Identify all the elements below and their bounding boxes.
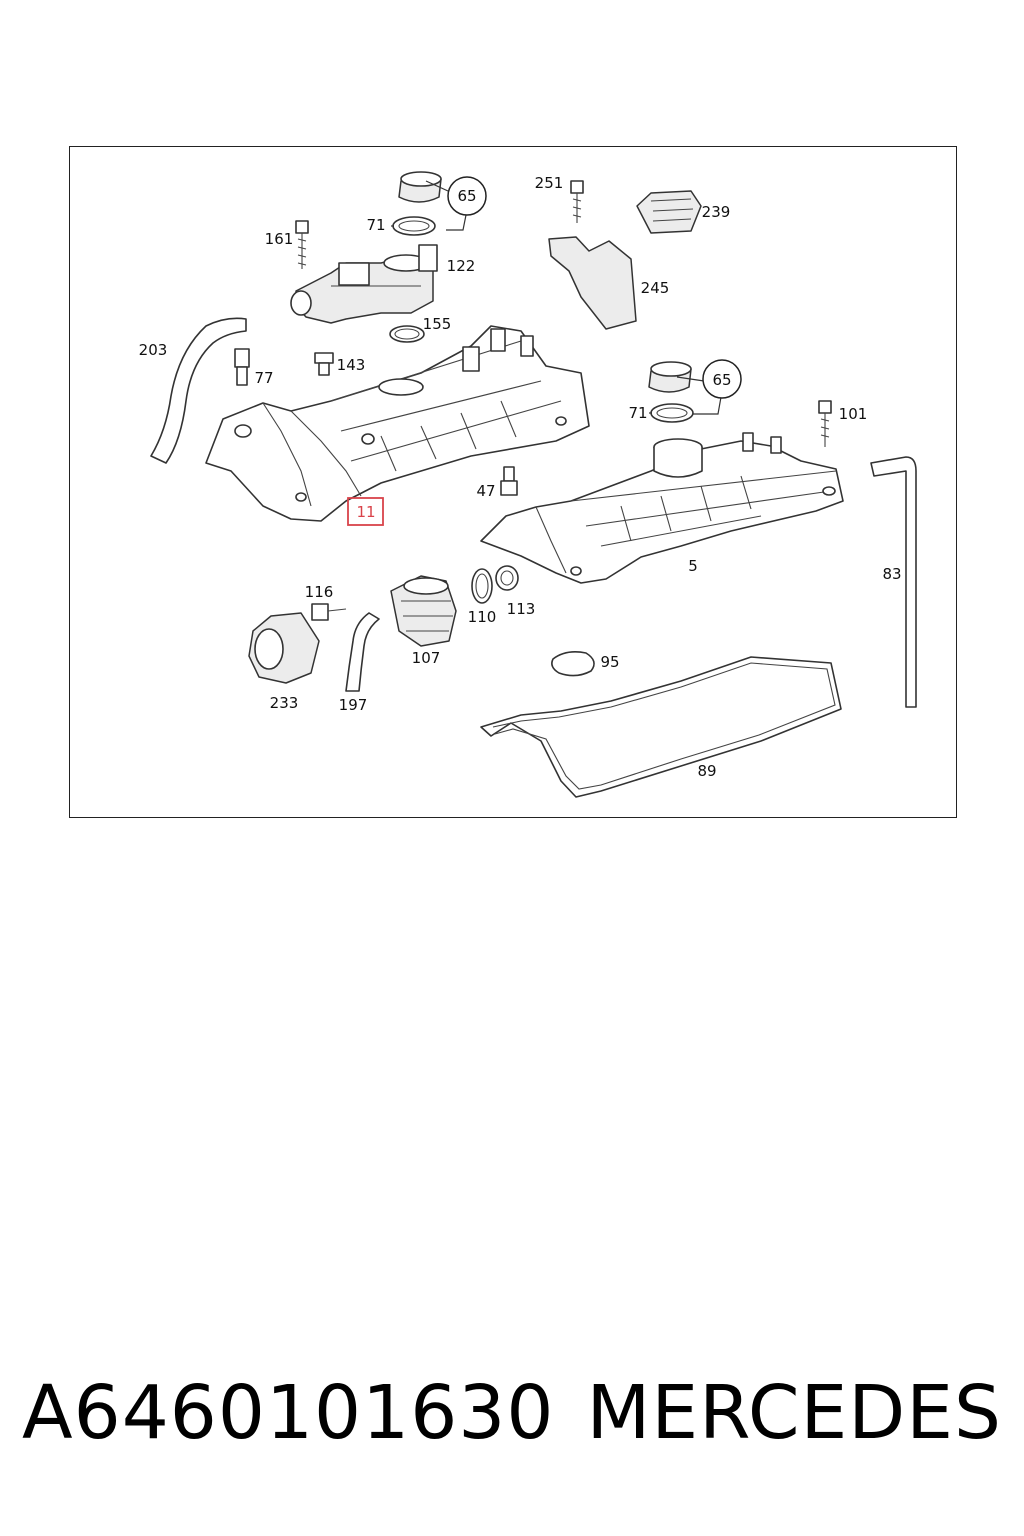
part-number: A6460101630 xyxy=(22,1370,555,1456)
callout-122: 122 xyxy=(447,257,476,275)
callout-113: 113 xyxy=(507,600,536,618)
callout-71-top: 71 xyxy=(366,216,385,234)
callout-110: 110 xyxy=(468,608,497,626)
bolt-161 xyxy=(295,220,309,269)
cylinder-head-cover-right xyxy=(480,432,844,584)
callout-11: 11 xyxy=(356,503,375,521)
cover-233 xyxy=(248,612,320,684)
callout-143: 143 xyxy=(337,356,366,374)
leader-lines xyxy=(391,180,722,415)
footer: A6460101630 MERCEDES xyxy=(0,1370,1024,1480)
callout-197: 197 xyxy=(339,696,368,714)
callout-circle-65-right xyxy=(702,359,742,399)
callout-233: 233 xyxy=(270,694,299,712)
hose-197 xyxy=(345,612,380,692)
callout-251: 251 xyxy=(535,174,564,192)
callout-116: 116 xyxy=(305,583,334,601)
oil-filler-cap-right xyxy=(648,361,692,393)
plug-143 xyxy=(314,352,334,376)
bolt-47 xyxy=(500,466,518,496)
callout-71-right: 71 xyxy=(628,404,647,422)
oil-filler-cap-top xyxy=(398,171,442,203)
callout-89: 89 xyxy=(697,762,716,780)
cylinder-head-cover-left xyxy=(205,325,590,522)
callout-77: 77 xyxy=(254,369,273,387)
callout-95: 95 xyxy=(600,653,619,671)
callout-5: 5 xyxy=(688,557,698,575)
callout-203: 203 xyxy=(139,341,168,359)
callout-65-right: 65 xyxy=(712,371,731,389)
callout-107: 107 xyxy=(412,649,441,667)
bolt-251 xyxy=(570,180,584,223)
pressure-regulator-107 xyxy=(390,575,457,647)
bracket-245 xyxy=(548,236,637,330)
callout-circle-65-top xyxy=(447,176,487,216)
callout-245: 245 xyxy=(641,279,670,297)
callout-239: 239 xyxy=(702,203,731,221)
callout-101: 101 xyxy=(839,405,868,423)
hose-83 xyxy=(870,456,917,708)
oil-separator xyxy=(290,244,438,324)
gasket-95 xyxy=(551,651,595,677)
gasket-89 xyxy=(480,656,842,798)
callout-161: 161 xyxy=(265,230,294,248)
callout-155: 155 xyxy=(423,315,452,333)
seal-ring-110 xyxy=(471,568,493,604)
connector-239 xyxy=(636,190,702,234)
parts-diagram: 65 71 161 122 155 203 77 143 11 251 239 … xyxy=(139,171,917,798)
hose-203 xyxy=(150,317,247,464)
callout-47: 47 xyxy=(476,482,495,500)
sensor-77 xyxy=(234,348,250,386)
callout-11-highlight-box xyxy=(347,497,384,526)
bolt-101 xyxy=(818,400,832,447)
bolt-116 xyxy=(311,603,347,621)
brand-name: MERCEDES xyxy=(586,1370,1002,1456)
seal-ring-113 xyxy=(495,565,519,591)
parts-diagram-frame: 65 71 161 122 155 203 77 143 11 251 239 … xyxy=(69,146,957,818)
callout-65-top: 65 xyxy=(457,187,476,205)
callout-83: 83 xyxy=(882,565,901,583)
